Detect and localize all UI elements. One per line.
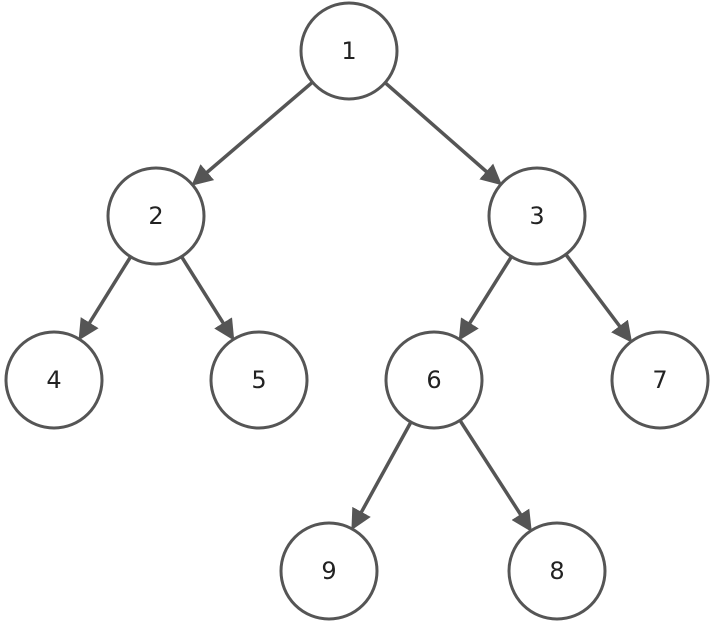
- edge-arrow-n1-n2: [191, 80, 314, 186]
- node-label: 3: [529, 202, 544, 230]
- edge-arrow-n2-n4: [78, 255, 133, 341]
- node-label: 1: [341, 37, 356, 65]
- tree-node-4: 4: [4, 330, 104, 430]
- node-circle: [507, 521, 607, 621]
- node-circle: [106, 166, 206, 266]
- node-label: 9: [321, 557, 336, 585]
- node-label: 8: [549, 557, 564, 585]
- tree-node-6: 6: [384, 330, 484, 430]
- edge-arrow-n6-n9: [351, 421, 413, 531]
- tree-node-3: 3: [487, 166, 587, 266]
- node-label: 6: [426, 366, 441, 394]
- node-circle: [384, 330, 484, 430]
- tree-node-1: 1: [299, 1, 399, 101]
- node-label: 2: [148, 202, 163, 230]
- edge-arrow-n2-n5: [180, 255, 235, 341]
- node-circle: [487, 166, 587, 266]
- node-label: 4: [46, 366, 61, 394]
- node-circle: [299, 1, 399, 101]
- edges-layer: [78, 80, 633, 532]
- node-circle: [279, 521, 379, 621]
- node-circle: [209, 330, 309, 430]
- edge-arrow-n3-n7: [564, 253, 633, 343]
- tree-node-8: 8: [507, 521, 607, 621]
- node-circle: [4, 330, 104, 430]
- node-label: 5: [251, 366, 266, 394]
- node-circle: [610, 330, 710, 430]
- edge-arrow-n3-n6: [458, 255, 513, 341]
- tree-node-7: 7: [610, 330, 710, 430]
- tree-node-9: 9: [279, 521, 379, 621]
- tree-node-2: 2: [106, 166, 206, 266]
- edge-arrow-n6-n8: [458, 419, 532, 532]
- edge-arrow-n1-n3: [383, 81, 503, 186]
- tree-node-5: 5: [209, 330, 309, 430]
- node-label: 7: [652, 366, 667, 394]
